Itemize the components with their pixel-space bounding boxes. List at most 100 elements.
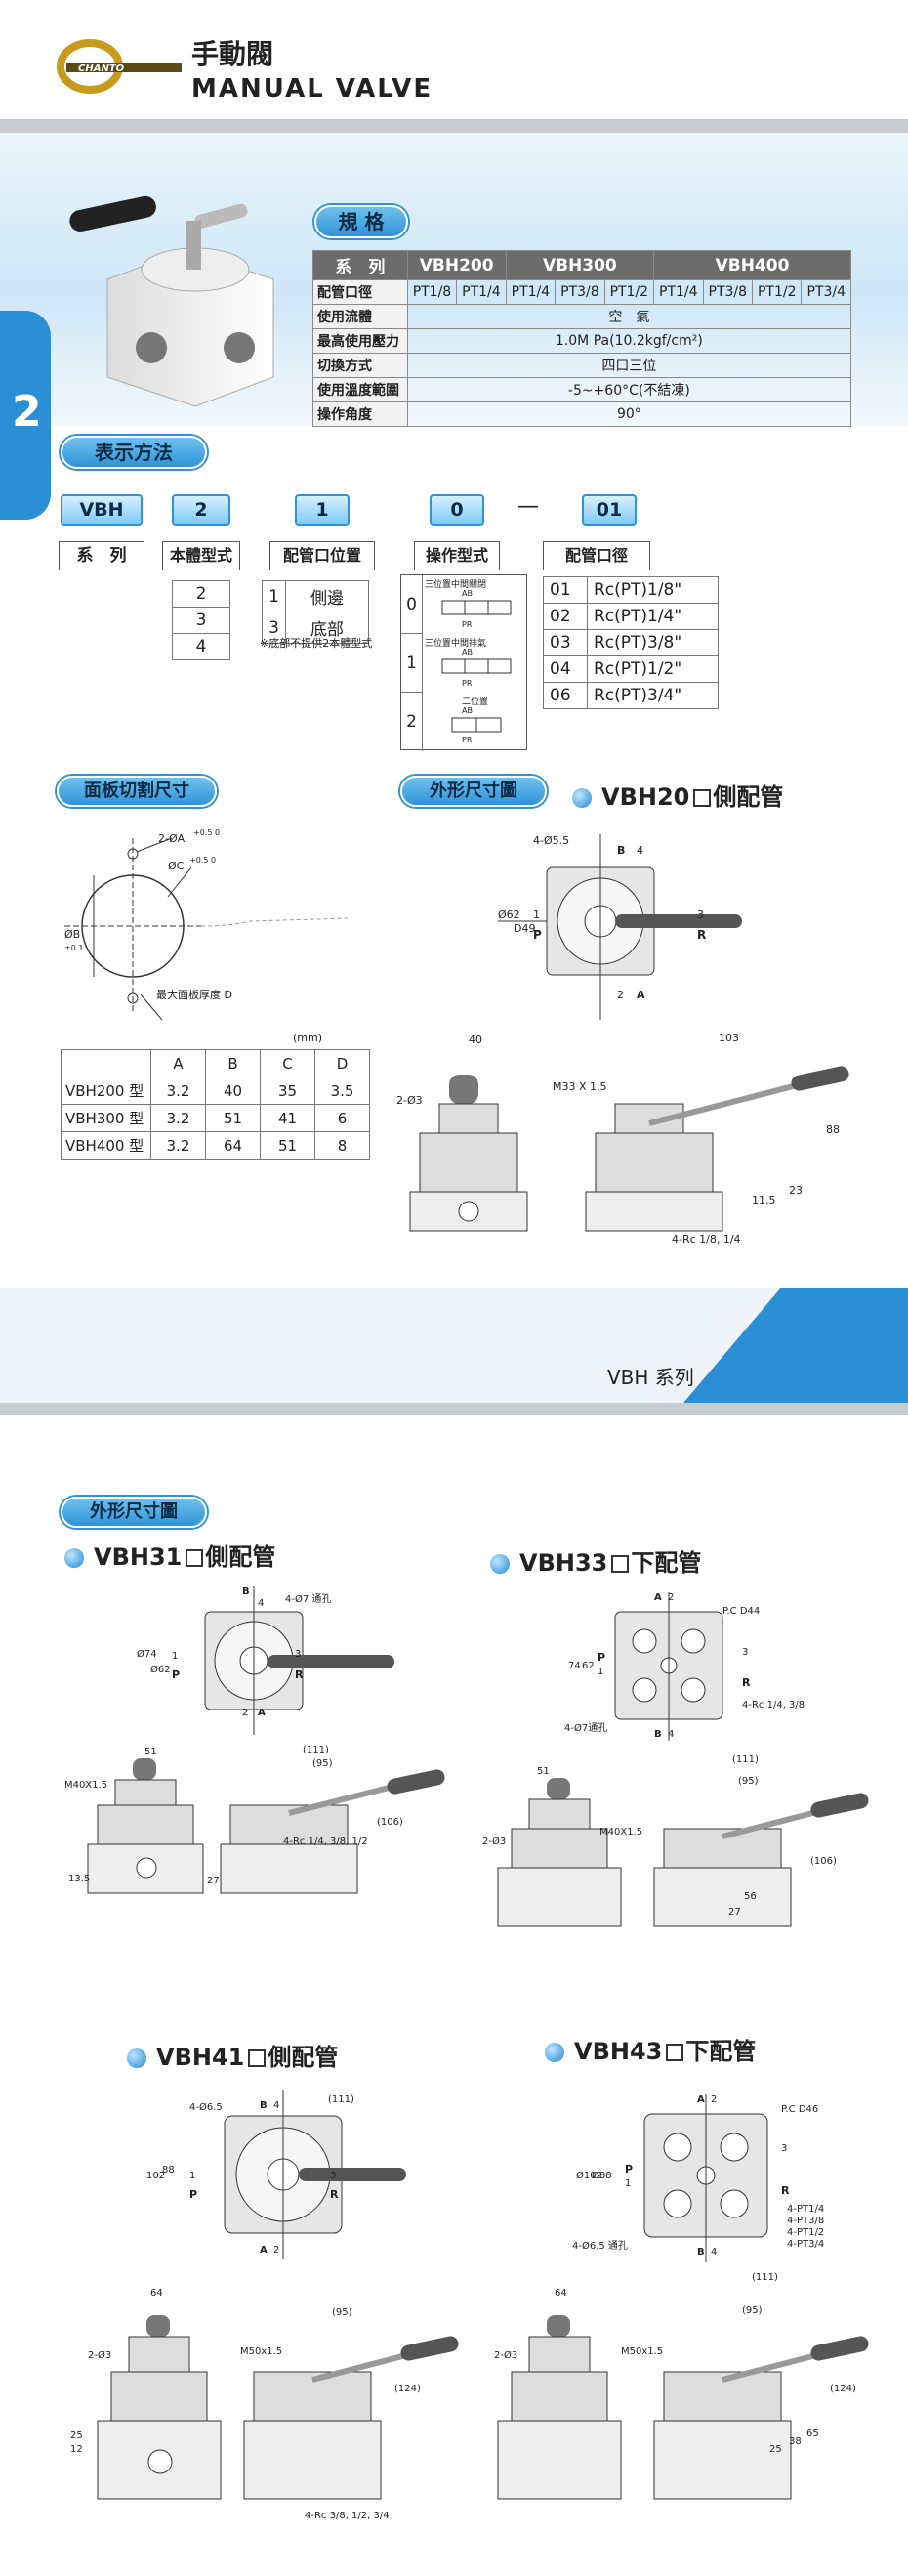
vbh33-top-view <box>614 1592 723 1741</box>
panel-val: 40 <box>205 1077 261 1105</box>
vbh31-dim: M40X1.5 <box>64 1780 108 1791</box>
op-symbol-ab: AB <box>462 648 473 656</box>
size-value: Rc(PT)3/8" <box>586 629 720 656</box>
vbh31-dim: 51 <box>144 1747 157 1757</box>
vbh41-dim: M50x1.5 <box>240 2346 283 2357</box>
op-symbol-ab: AB <box>462 706 473 715</box>
label-series: 系 列 <box>59 541 144 570</box>
vbh33-dim: 62 <box>582 1661 595 1671</box>
port-r: R <box>781 2184 790 2197</box>
vbh41-side-views <box>97 2315 459 2500</box>
vbh33-dim: 2-Ø3 <box>482 1837 507 1847</box>
port-3: 3 <box>697 908 704 921</box>
spec-row-value: 四口三位 <box>406 353 852 378</box>
series-band: VBH 系列 <box>0 1288 908 1415</box>
op-symbol-icon <box>441 658 512 674</box>
spec-table: 系 列 VBH200 VBH300 VBH400 配管口徑 PT1/8 PT1/… <box>312 250 852 427</box>
code-operation: 0 <box>430 494 484 526</box>
port-1: 1 <box>189 2171 196 2181</box>
vbh43-dim: M50x1.5 <box>621 2346 664 2357</box>
panel-heading: 面板切割尺寸 <box>57 776 217 807</box>
port-2: 2 <box>711 2094 718 2105</box>
op-desc: 三位置中間排氣 <box>425 639 487 649</box>
spec-port: PT1/8 <box>406 279 458 305</box>
port-4: 4 <box>273 2100 280 2111</box>
page-header: CHANTO 手動閥 MANUAL VALVE <box>0 0 908 133</box>
vbh41-dim: 2-Ø3 <box>88 2350 112 2361</box>
port-1: 1 <box>625 2178 632 2189</box>
spec-model: VBH200 <box>406 250 507 280</box>
notation-heading: 表示方法 <box>61 436 207 469</box>
port-a: A <box>258 1708 266 1718</box>
panel-val: 3.2 <box>150 1131 206 1160</box>
vbh41-dim: 88 <box>162 2165 175 2175</box>
vbh20-dim: 40 <box>469 1034 482 1046</box>
panel-val: 3.2 <box>150 1104 206 1132</box>
vbh33-dim: (111) <box>732 1754 759 1765</box>
label-size: 配管口徑 <box>543 541 650 570</box>
vbh33-dim: 51 <box>537 1766 550 1777</box>
spec-port: PT3/8 <box>555 279 605 305</box>
panel-col: C <box>260 1049 315 1077</box>
vbh33-dim: P.C D44 <box>722 1606 761 1617</box>
vbh31-dim: Ø74 <box>137 1649 157 1660</box>
panel-model: VBH400 型 <box>61 1131 151 1160</box>
vbh43-dim: 4-Ø6.5 通孔 <box>572 2241 628 2252</box>
port-a: A <box>260 2245 268 2256</box>
vbh20-side-views <box>409 1066 849 1232</box>
spec-model: VBH300 <box>505 250 655 280</box>
vbh20-dim: 88 <box>826 1123 840 1136</box>
panel-label-2a: 2-ØA <box>158 832 186 845</box>
blank-box-icon <box>611 1555 630 1573</box>
port-p: P <box>189 2188 198 2201</box>
panel-unit: (mm) <box>293 1032 323 1044</box>
vbh33-dim: 27 <box>728 1907 741 1918</box>
port-2: 2 <box>617 989 624 1001</box>
spec-series-label: 系 列 <box>312 250 408 280</box>
blank-box-icon <box>693 789 712 807</box>
vbh41-dim: 12 <box>70 2444 83 2455</box>
vbh20-dim: D49 <box>514 922 536 935</box>
vbh43-dim: 25 <box>769 2444 782 2455</box>
spec-port: PT3/4 <box>801 279 851 305</box>
panel-val: 51 <box>260 1131 315 1160</box>
size-code: 01 <box>543 576 588 604</box>
vbh33-dim: 4-Rc 1/4, 3/8 <box>742 1700 805 1710</box>
vbh43-dim: 65 <box>806 2428 819 2439</box>
vbh41-dim: 102 <box>146 2171 166 2181</box>
port-3: 3 <box>295 1649 302 1660</box>
vbh41-dim: 4-Ø6.5 <box>189 2102 223 2113</box>
vbh43-dim: 64 <box>555 2288 567 2299</box>
vbh43-dim: (124) <box>830 2384 856 2394</box>
vbh41-dim: 4-Rc 3/8, 1/2, 3/4 <box>305 2511 390 2521</box>
vbh20-dim: 4-Rc 1/8, 1/4 <box>672 1233 741 1246</box>
code-size: 01 <box>582 494 637 526</box>
vbh20-dim: 23 <box>789 1184 803 1197</box>
vbh43-dim: (95) <box>742 2305 763 2316</box>
vbh43-dim: 2-Ø3 <box>494 2350 518 2361</box>
size-code: 06 <box>543 682 588 709</box>
panel-val: 51 <box>205 1104 261 1132</box>
vbh31-side-views <box>87 1758 445 1894</box>
port-b: B <box>697 2247 705 2258</box>
vbh33-dim: (106) <box>810 1856 837 1867</box>
op-desc: 二位置 <box>462 697 489 707</box>
op-symbol-pr: PR <box>462 620 473 629</box>
vbh20-dim: 103 <box>719 1032 739 1044</box>
size-value: Rc(PT)3/4" <box>586 682 720 709</box>
panel-model: VBH200 型 <box>61 1077 151 1105</box>
vbh20-top-view <box>498 834 742 1020</box>
port-b: B <box>260 2100 268 2111</box>
vbh43-dim: 4-PT1/2 <box>787 2227 825 2238</box>
panel-col: B <box>205 1049 261 1077</box>
port-pos-name: 底部 <box>285 612 369 644</box>
vbh43-dim: 4-PT3/4 <box>787 2239 825 2250</box>
size-value: Rc(PT)1/8" <box>586 576 720 604</box>
bullet-icon <box>490 1554 510 1574</box>
panel-label-c-tol: +0.5 0 <box>189 856 217 865</box>
body-type-list: 2 3 4 <box>172 580 230 660</box>
spec-row-value: 空 氣 <box>406 304 852 329</box>
spec-port: PT1/4 <box>456 279 507 305</box>
vbh43-top-view <box>643 2094 768 2262</box>
